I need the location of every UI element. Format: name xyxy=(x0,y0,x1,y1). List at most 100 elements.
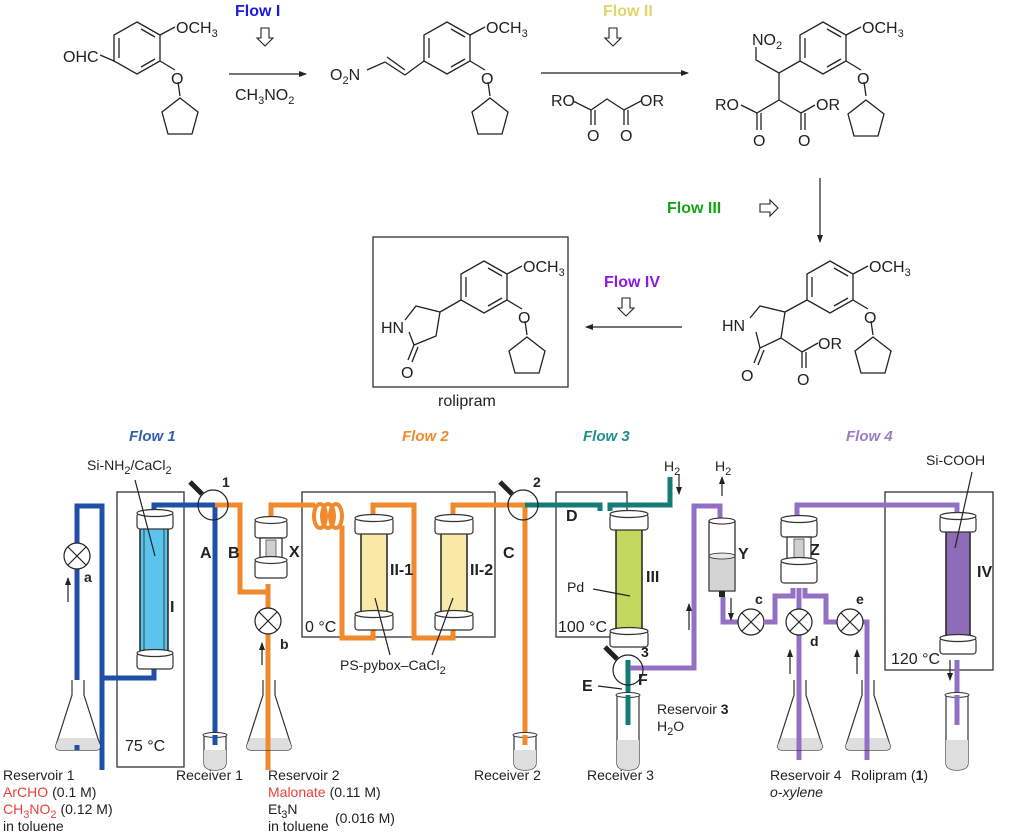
compound-nitrostyrene: OCH3 O O2N xyxy=(330,20,528,135)
heater-box-120c xyxy=(884,491,994,671)
heater-box-75c xyxy=(116,491,185,768)
group-och3: OCH3 xyxy=(486,20,528,40)
open-arrow-icon xyxy=(759,198,779,218)
svg-text:HN: HN xyxy=(722,318,745,335)
valve-2[interactable] xyxy=(498,480,539,521)
temp-120c: 120 °C xyxy=(891,651,940,668)
svg-text:O: O xyxy=(798,133,810,150)
group-ether-o: O xyxy=(481,71,493,88)
svg-text:H2O: H2O xyxy=(657,718,684,738)
pipe-flow4-Z-IV xyxy=(794,502,960,517)
pipe-flow1-out-A xyxy=(151,502,218,742)
group-ohc: OHC xyxy=(63,49,99,66)
receiver-1-vial xyxy=(202,732,228,771)
group-o2n: O2N xyxy=(330,67,360,87)
pump-a[interactable] xyxy=(63,542,91,570)
cartridge-Z-label: Z xyxy=(810,542,820,559)
flow-ii-label: Flow II xyxy=(603,3,653,20)
column-II-1 xyxy=(354,513,394,631)
pump-d[interactable] xyxy=(785,608,813,636)
valve-1-label: 1 xyxy=(222,474,230,490)
cartridge-X xyxy=(254,515,288,579)
pump-b[interactable] xyxy=(254,607,282,635)
svg-text:Reservoir 3: Reservoir 3 xyxy=(657,701,729,717)
column-III xyxy=(609,509,649,648)
svg-text:O: O xyxy=(620,128,632,145)
flow-iv-label: Flow IV xyxy=(604,274,660,291)
column-II-1-label: II-1 xyxy=(390,562,413,579)
leader-line xyxy=(431,597,454,656)
stream-B: B xyxy=(228,545,240,562)
product-vial xyxy=(944,692,970,771)
group-ether-o: O xyxy=(171,71,183,88)
svg-text:OR: OR xyxy=(818,336,842,353)
column-IV xyxy=(939,511,977,655)
pump-c-label: c xyxy=(755,591,763,607)
reservoir-4-flask xyxy=(845,680,891,751)
svg-text:Reservoir 1: Reservoir 1 xyxy=(3,767,75,783)
svg-text:O: O xyxy=(741,368,753,385)
valve-3[interactable] xyxy=(603,645,644,686)
product-box xyxy=(372,236,569,388)
pump-a-label: a xyxy=(84,569,92,585)
pipe-flow4-Y-out xyxy=(720,597,738,625)
separator-Y xyxy=(708,517,736,597)
svg-text:Reservoir 2: Reservoir 2 xyxy=(268,767,340,783)
svg-text:O: O xyxy=(753,133,765,150)
cartridge-X-label: X xyxy=(289,544,300,561)
pipe-flow4-c-Z xyxy=(765,588,796,625)
pipe-flow2-out-C xyxy=(450,502,528,745)
svg-text:O: O xyxy=(518,310,530,327)
svg-text:Reservoir 4: Reservoir 4 xyxy=(770,767,842,783)
product-name: rolipram xyxy=(438,393,496,410)
svg-text:(0.016 M): (0.016 M) xyxy=(335,810,395,826)
svg-text:CH3NO2(0.12 M): CH3NO2(0.12 M) xyxy=(3,801,113,821)
product-caption: Rolipram (1) xyxy=(851,767,928,783)
temp-100c: 100 °C xyxy=(558,619,607,636)
reservoir-3-flask xyxy=(777,680,823,751)
svg-text:O: O xyxy=(587,128,599,145)
leader-line xyxy=(134,479,156,557)
packing-ps-pybox-cacl2: PS-pybox–CaCl2 xyxy=(340,657,446,677)
pump-c[interactable] xyxy=(737,608,765,636)
h2-inlet-label: H2 xyxy=(664,458,680,478)
svg-text:in toluene: in toluene xyxy=(3,818,64,834)
group-och3: OCH3 xyxy=(862,20,904,40)
stream-D: D xyxy=(566,508,578,525)
group-och3: OCH3 xyxy=(869,259,911,279)
flow-4-label: Flow 4 xyxy=(846,428,893,445)
pipe-flow2-X-out xyxy=(268,502,315,517)
temp-0c: 0 °C xyxy=(305,619,336,636)
svg-text:O: O xyxy=(864,310,876,327)
pump-e[interactable] xyxy=(836,608,864,636)
pipe-flow3-D xyxy=(525,477,673,511)
pump-d-label: d xyxy=(810,633,819,649)
leader-line xyxy=(374,597,391,656)
valve-1[interactable] xyxy=(188,480,229,521)
valve-3-label: 3 xyxy=(641,644,649,660)
flow-2-label: Flow 2 xyxy=(402,428,449,445)
pipe-flow2-B xyxy=(215,502,271,595)
cartridge-Z xyxy=(780,514,818,584)
leader-line xyxy=(592,588,631,597)
packing-pd: Pd xyxy=(567,579,584,595)
svg-text:O: O xyxy=(401,365,413,382)
flow-3-label: Flow 3 xyxy=(583,428,630,445)
reservoir-4-caption: Reservoir 4 o-xylene xyxy=(770,767,842,800)
pipe-flow1-feed xyxy=(74,503,105,770)
receiver-2-vial xyxy=(512,732,538,771)
packing-si-cooh: Si-COOH xyxy=(926,452,985,468)
receiver-1-caption: Receiver 1 xyxy=(176,767,243,783)
receiver-3-caption: Receiver 3 xyxy=(587,767,654,783)
stream-E: E xyxy=(582,678,593,695)
leader-line xyxy=(597,685,623,690)
reservoir-3-caption: Reservoir 3 H2O xyxy=(657,701,729,738)
group-och3: OCH3 xyxy=(523,259,565,279)
flow-1-label: Flow 1 xyxy=(129,428,176,445)
reservoir-1-caption: Reservoir 1 ArCHO(0.1 M) CH3NO2(0.12 M) … xyxy=(3,767,113,834)
svg-text:O: O xyxy=(797,372,809,389)
svg-text:RO: RO xyxy=(715,97,739,114)
flow-iii-label: Flow III xyxy=(667,200,721,217)
svg-text:Malonate(0.11 M): Malonate(0.11 M) xyxy=(268,784,381,800)
h2-vent-label: H2 xyxy=(715,458,731,478)
